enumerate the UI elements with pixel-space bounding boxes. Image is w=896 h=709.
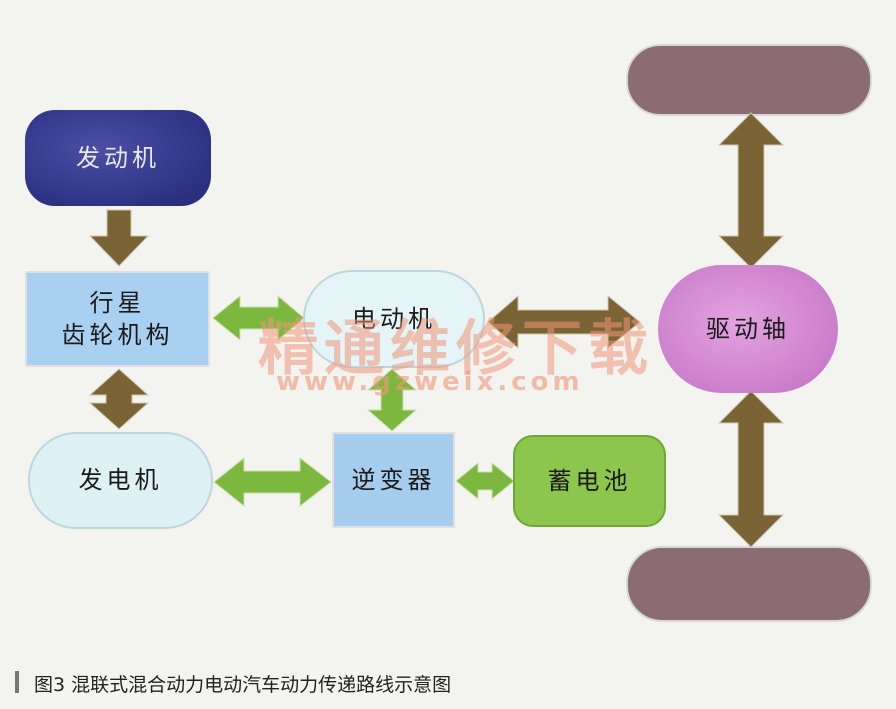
inverter-label: 逆变器 xyxy=(351,465,436,494)
generator-node: 发电机 xyxy=(28,432,213,529)
figure-caption: 图3 混联式混合动力电动汽车动力传递路线示意图 xyxy=(34,674,452,696)
motor-node: 电动机 xyxy=(303,270,485,368)
bottom-wheel xyxy=(626,546,872,622)
battery-label: 蓄电池 xyxy=(547,466,632,495)
inverter-node: 逆变器 xyxy=(332,432,455,528)
caption-marker xyxy=(15,671,19,693)
watermark-text: 精通维修下载 xyxy=(258,314,654,384)
arrow-motor-driveshaft xyxy=(487,294,641,350)
arrow-motor-inverter xyxy=(366,368,418,432)
arrow-generator-inverter xyxy=(213,456,332,508)
arrow-planetary-generator xyxy=(88,368,150,430)
planetary-label-line2: 齿轮机构 xyxy=(61,321,174,349)
arrow-inverter-battery xyxy=(455,461,515,501)
planetary-gear-node: 行星 齿轮机构 xyxy=(25,271,210,367)
arrow-topwheel-driveshaft xyxy=(717,112,785,269)
motor-label: 电动机 xyxy=(352,304,436,333)
generator-label: 发电机 xyxy=(78,466,163,495)
drive-shaft-node: 驱动轴 xyxy=(658,265,838,393)
arrow-engine-to-planetary xyxy=(88,209,150,267)
battery-node: 蓄电池 xyxy=(513,435,666,527)
engine-node: 发动机 xyxy=(25,110,211,206)
top-wheel xyxy=(626,44,872,116)
watermark-url: www.gzweix.com xyxy=(276,367,584,397)
drive-shaft-label: 驱动轴 xyxy=(706,314,790,343)
arrow-driveshaft-bottomwheel xyxy=(717,390,785,548)
planetary-label-line1: 行星 xyxy=(89,288,146,317)
engine-label: 发动机 xyxy=(76,143,160,172)
